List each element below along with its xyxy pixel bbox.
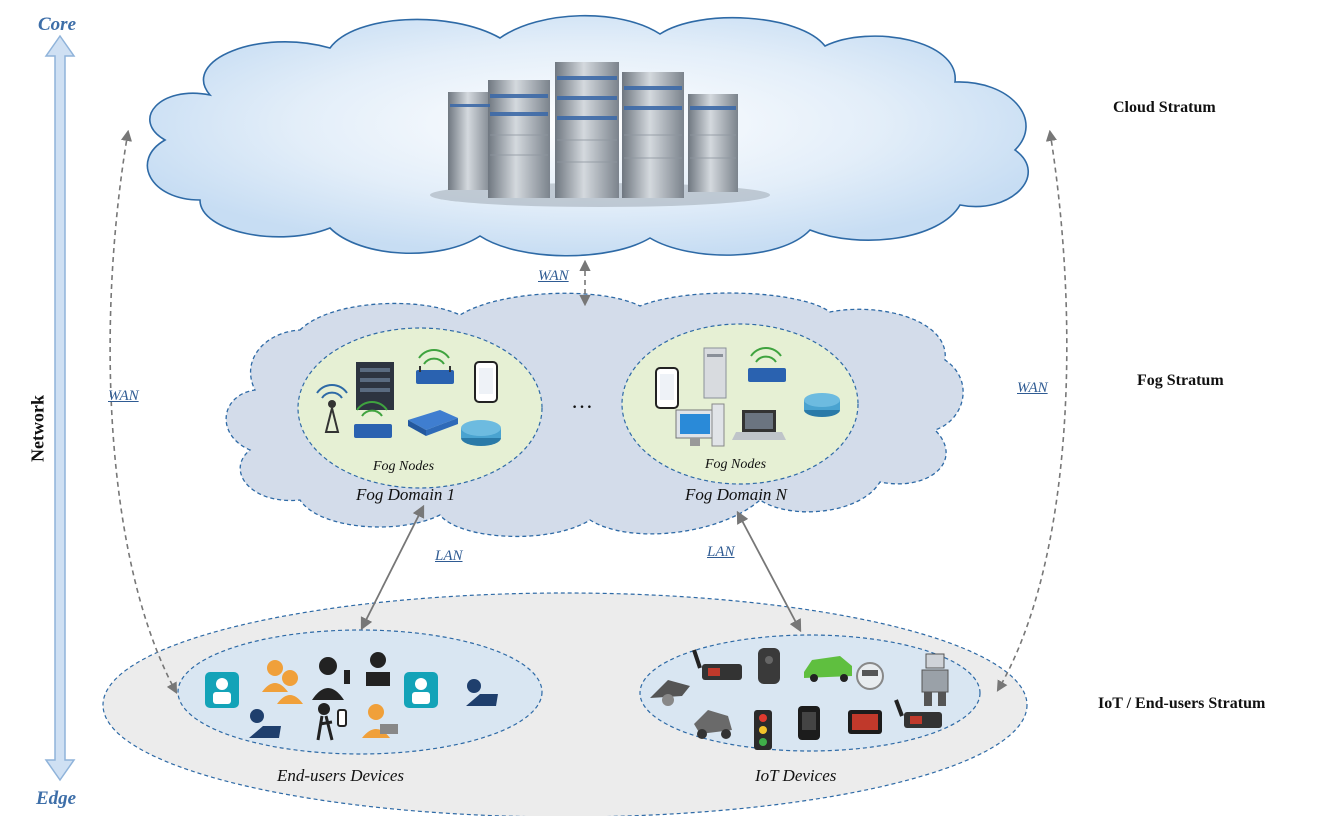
iot-devices-group — [639, 634, 981, 752]
fog-domain-n-group — [621, 323, 859, 485]
axis-network-label: Network — [27, 395, 48, 462]
robot-vehicle-icon — [694, 710, 732, 739]
server-tower-icon — [703, 347, 727, 399]
smart-key-icon — [758, 648, 780, 684]
wan-link-right — [996, 129, 1068, 692]
car-icon — [804, 656, 852, 682]
laptop-user-icon — [466, 679, 498, 706]
fog-domain-1-nodes-label: Fog Nodes — [373, 459, 435, 474]
laptop-icon — [732, 410, 786, 440]
fog-domain-1-name: Fog Domain 1 — [356, 485, 456, 504]
lan-link-right — [736, 510, 802, 633]
robot-arm-icon — [650, 680, 690, 706]
cloud-stratum-label: Cloud Stratum — [1113, 99, 1216, 116]
wan-center-label: WAN — [538, 268, 569, 284]
humanoid-robot-icon — [921, 653, 949, 706]
axis-core-label: Core — [38, 14, 76, 35]
axis-edge-label: Edge — [36, 788, 77, 809]
fog-domain-n-name: Fog Domain N — [685, 485, 787, 504]
smart-meter-icon — [856, 662, 884, 690]
user-app-icon — [404, 672, 438, 708]
wan-right-label: WAN — [1017, 380, 1048, 396]
iot-stratum-label: IoT / End-users Stratum — [1098, 695, 1266, 712]
user-app-icon — [205, 672, 239, 708]
walking-person-icon — [316, 703, 347, 741]
cell-tower-icon — [316, 384, 348, 433]
fog-stratum-label: Fog Stratum — [1137, 372, 1224, 389]
businessman-icon — [312, 657, 350, 700]
smartphone-icon — [474, 361, 498, 403]
fog-domain-n-nodes-label: Fog Nodes — [705, 457, 767, 472]
gps-device-icon — [798, 706, 820, 740]
end-users-devices-label: End-users Devices — [277, 766, 404, 785]
laptop-user-icon — [249, 709, 281, 738]
datacenter-servers-icon — [430, 62, 770, 207]
router-icon — [461, 420, 501, 446]
desktop-computer-icon — [675, 403, 725, 447]
network-axis-arrow — [44, 34, 76, 782]
wifi-router-icon — [354, 401, 392, 438]
server-tower-icon — [356, 362, 394, 410]
laptop-user-icon — [366, 652, 390, 686]
lan-right-label: LAN — [707, 544, 735, 560]
wan-left-label: WAN — [108, 388, 139, 404]
wifi-router-icon — [748, 347, 786, 382]
iot-devices-label: IoT Devices — [755, 766, 837, 785]
network-switch-icon — [408, 410, 458, 436]
users-group-icon — [362, 704, 398, 738]
fog-domain-1-group — [297, 327, 543, 489]
end-users-devices-group — [177, 629, 543, 755]
wifi-router-icon — [416, 349, 454, 384]
wireless-module-icon — [894, 699, 942, 728]
users-group-icon — [262, 660, 303, 704]
tablet-device-icon — [848, 710, 882, 734]
lan-link-left — [360, 504, 425, 631]
router-icon — [804, 393, 840, 417]
lan-left-label: LAN — [435, 548, 463, 564]
wan-link-left — [109, 129, 178, 694]
smartphone-icon — [655, 367, 679, 409]
fog-domains-ellipsis: … — [571, 388, 593, 413]
traffic-light-icon — [754, 710, 772, 750]
wireless-module-icon — [692, 649, 742, 680]
